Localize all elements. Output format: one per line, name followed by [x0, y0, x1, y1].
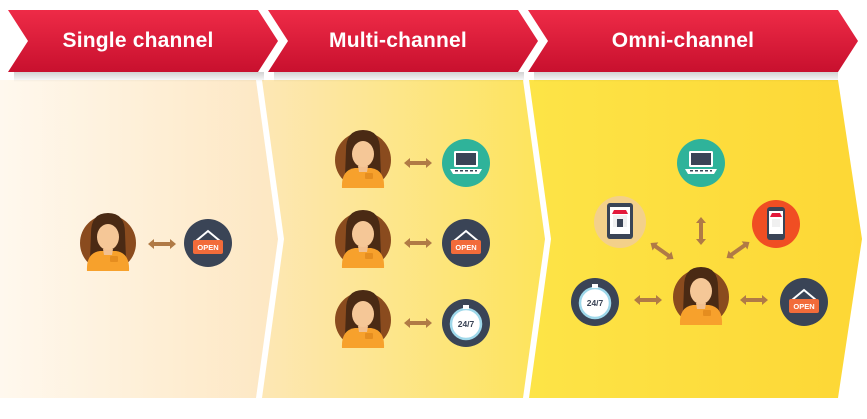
header-chevron-omni — [528, 10, 858, 72]
header-chevron-multi — [268, 10, 538, 72]
omni-channel-group: 24/7 OPEN — [569, 139, 829, 328]
store-open-sign-icon: OPEN — [779, 277, 829, 327]
panel-single-channel — [0, 80, 278, 398]
store-open-sign-icon: OPEN — [183, 218, 233, 268]
header-single-channel: Single channel — [62, 29, 214, 52]
panel-omni-channel — [529, 80, 862, 398]
header-shadow — [14, 72, 264, 82]
single-channel-group: OPEN — [80, 213, 233, 271]
tablet-icon — [594, 196, 646, 248]
open-sign-label: OPEN — [793, 302, 814, 311]
clock-24-7-label: 24/7 — [458, 319, 475, 329]
header-omni-channel: Omni-channel — [611, 29, 755, 52]
open-sign-label: OPEN — [197, 243, 218, 252]
laptop-icon — [677, 139, 725, 187]
clock-24-7-icon: 24/7 — [569, 276, 621, 328]
laptop-icon — [442, 139, 490, 187]
store-open-sign-icon: OPEN — [441, 218, 491, 268]
clock-24-7-icon: 24/7 — [440, 297, 492, 349]
open-sign-label: OPEN — [455, 243, 476, 252]
smartphone-icon — [752, 200, 800, 248]
clock-24-7-label: 24/7 — [587, 298, 604, 308]
header-shadow — [534, 72, 838, 82]
header-multi-channel: Multi-channel — [329, 29, 467, 52]
multi-channel-group: OPEN 24/7 — [335, 130, 492, 349]
panel-multi-channel — [262, 80, 545, 398]
header-shadow — [274, 72, 524, 82]
header-chevron-single — [8, 10, 278, 72]
